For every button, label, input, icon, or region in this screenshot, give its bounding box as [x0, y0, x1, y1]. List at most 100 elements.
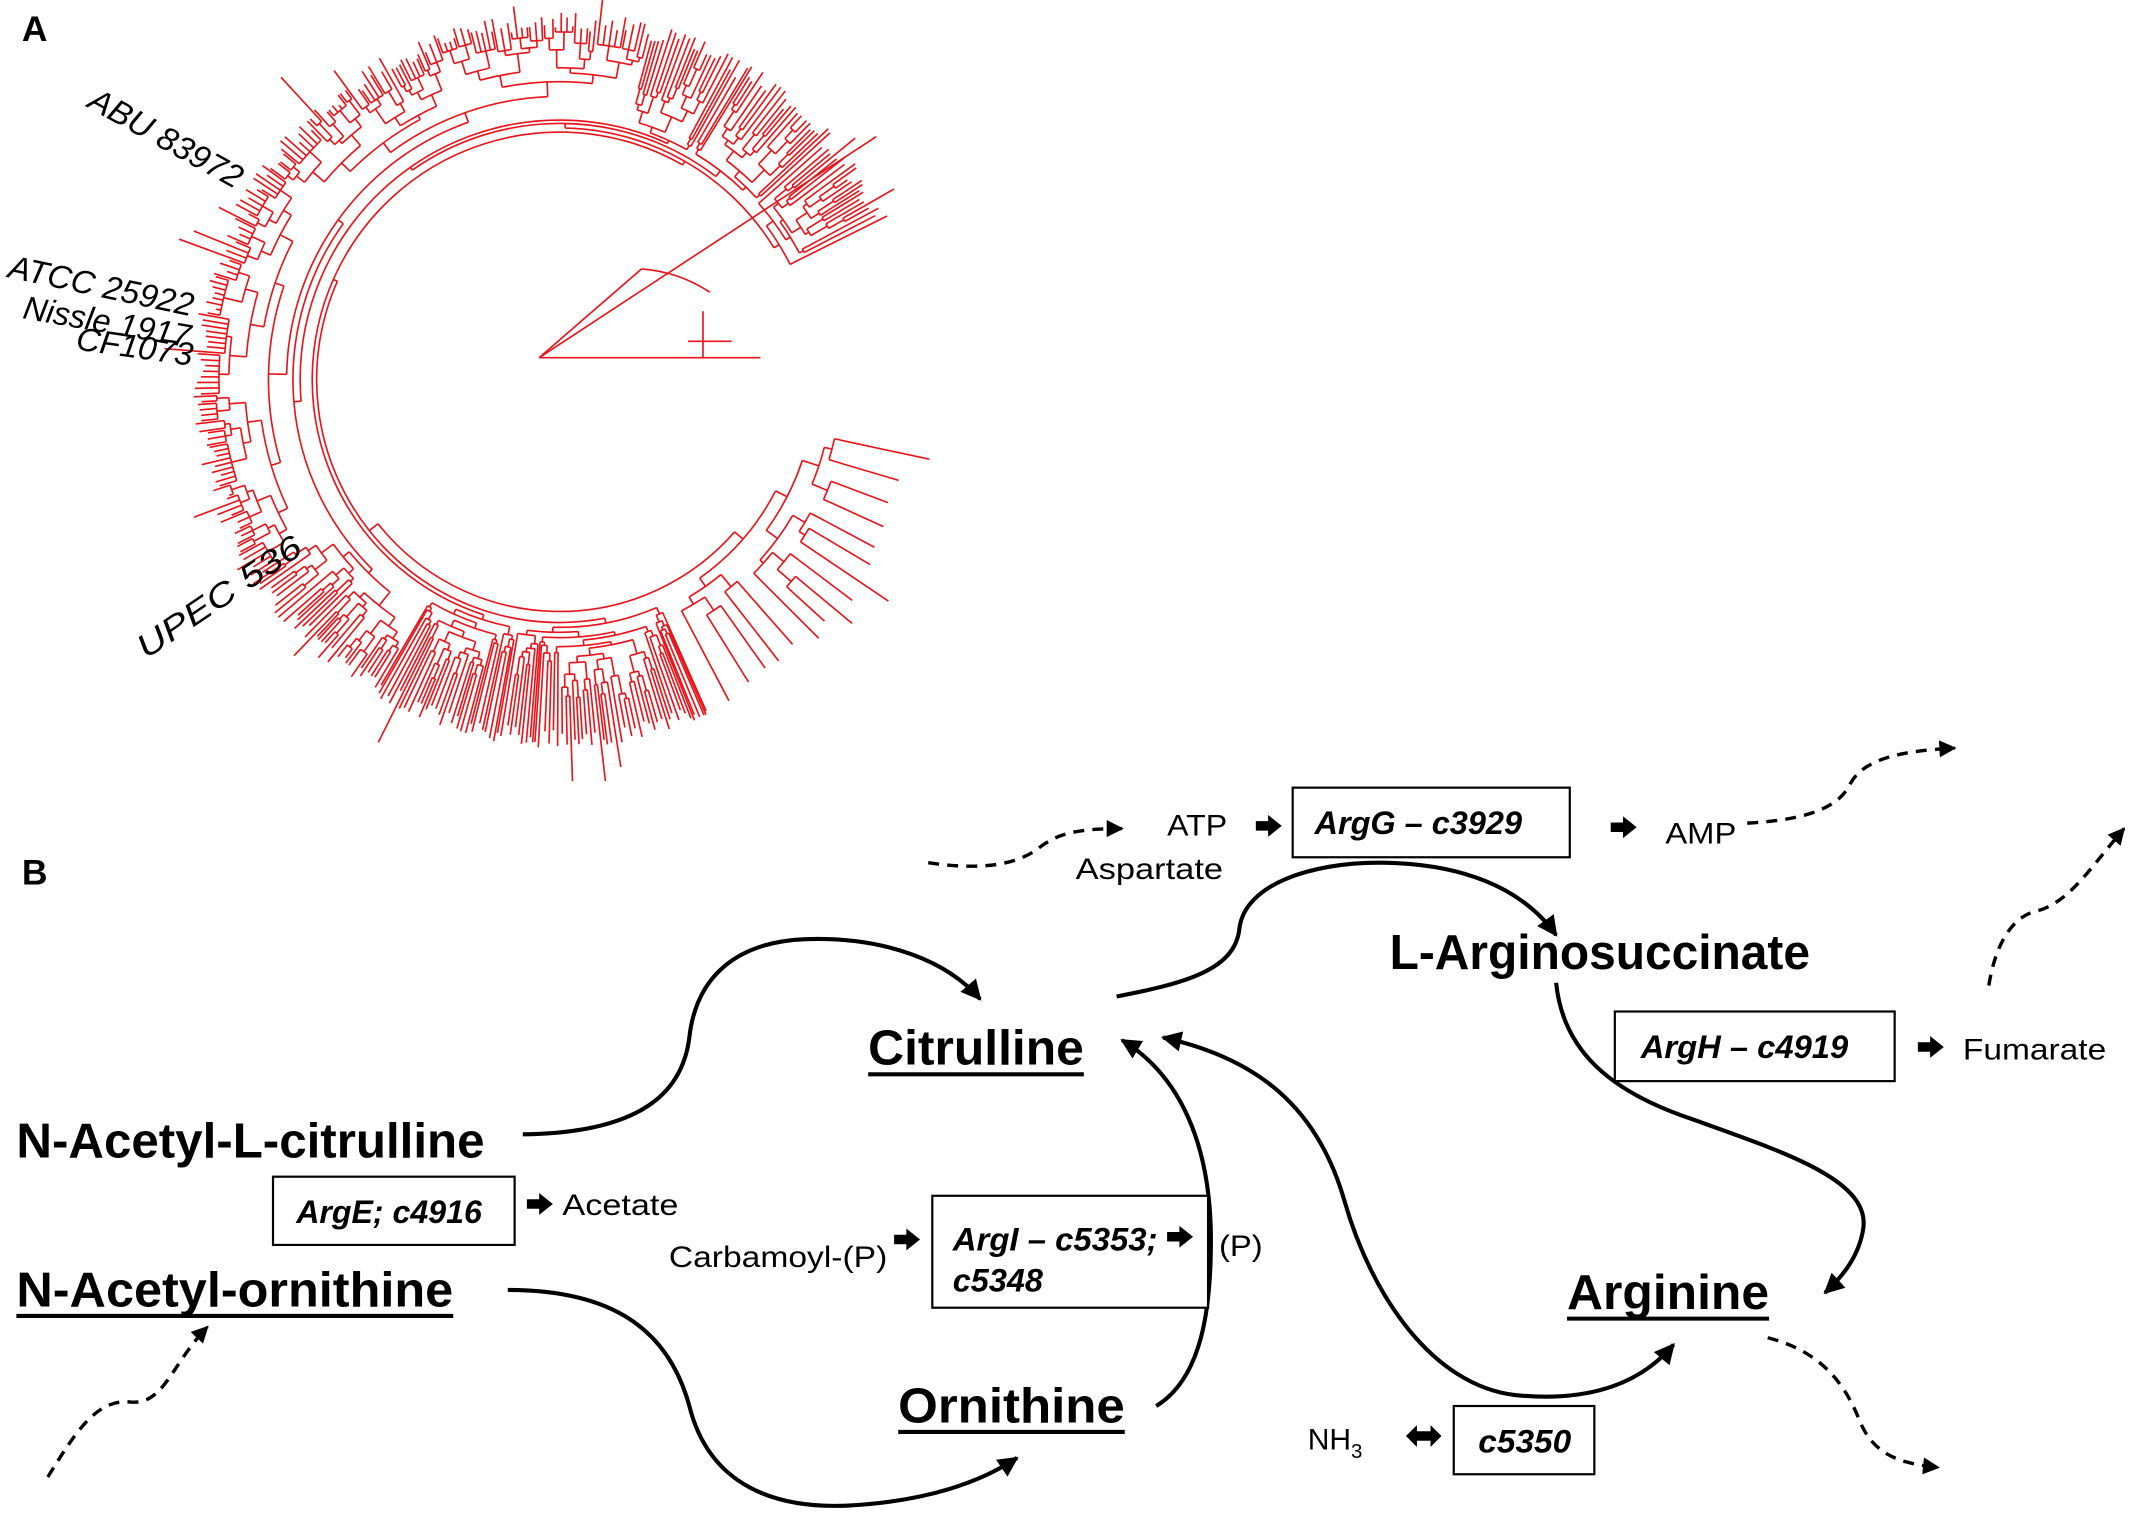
tree-branch [741, 133, 756, 157]
tree-branch [555, 49, 586, 70]
tree-leaf [459, 682, 476, 732]
tree-branch [758, 197, 791, 241]
tree-leaf [835, 191, 864, 210]
enzyme-label-argh: ArgH – c4919 [1640, 1028, 1849, 1065]
tree-leaf [380, 608, 427, 686]
tree-branch [373, 646, 384, 659]
arrow-acetylcitrulline-to-citrulline [522, 936, 982, 1137]
tree-leaf [636, 693, 645, 722]
tree-leaf [706, 57, 716, 76]
metabolite-arginine: Arginine [1567, 1266, 1769, 1320]
tree-branch [575, 696, 582, 711]
tree-leaf [683, 48, 696, 76]
tree-branch [738, 113, 750, 131]
tree-branch [295, 565, 310, 576]
tree-branch [798, 512, 827, 536]
tree-branch [441, 658, 451, 673]
strain-label-abu-83972: ABU 83972 [81, 79, 250, 195]
dashed-arrow-into-acetylornithine [46, 1325, 209, 1478]
tree-branch [705, 604, 732, 623]
enzyme-label-arge: ArgE; c4916 [295, 1193, 482, 1230]
tree-leaf [643, 33, 650, 52]
tree-leaf [619, 701, 626, 728]
tree-branch [394, 94, 438, 127]
tree-branch [636, 674, 648, 693]
tree-leaf-cluster [235, 189, 270, 217]
tree-leaf-cluster [206, 429, 228, 447]
tree-branch [368, 523, 744, 613]
tree-branch [461, 50, 491, 76]
tree-leaf [388, 630, 429, 704]
tree-leaf [370, 662, 381, 677]
tree-leaf [500, 637, 518, 737]
tree-leaf-cluster [201, 443, 238, 487]
tree-leaf [774, 105, 792, 126]
tree-leaf [360, 644, 378, 669]
cofactor-phosphate: (P) [1219, 1230, 1263, 1263]
tree-branch [342, 551, 391, 607]
tree-branch [388, 644, 400, 661]
tree-leaf [647, 39, 665, 89]
tree-branch [229, 401, 252, 445]
tree-branch [449, 44, 471, 65]
tree-branch [471, 656, 483, 666]
tree-leaf [537, 665, 544, 748]
tree-branch [628, 680, 638, 695]
tree-branch [623, 697, 631, 711]
tree-branch [294, 546, 312, 562]
tree-leaf [640, 692, 651, 724]
tree-leaf [377, 647, 427, 743]
tree-leaf [825, 520, 875, 548]
tree-leaf [794, 593, 826, 622]
tree-root-branch [641, 268, 711, 293]
tree-branch [507, 638, 515, 648]
block-arrow-to-fumarate [1917, 1036, 1944, 1058]
tree-branch [312, 134, 362, 183]
tree-leaf-cluster [270, 162, 291, 180]
tree-branch [777, 153, 790, 169]
tree-leaf-cluster [193, 394, 218, 403]
tree-leaf [302, 604, 326, 627]
dashed-arrow-from-amp [1747, 740, 1957, 825]
tree-leaf [640, 40, 653, 78]
nh3-base: NH [1308, 1424, 1351, 1457]
tree-leaf [320, 623, 339, 643]
tree-branch [688, 573, 732, 605]
tree-leaf [729, 597, 780, 662]
tree-branch [582, 688, 590, 707]
tree-branch [617, 692, 628, 702]
double-arrow-nh3 [1405, 1425, 1442, 1447]
tree-leaf [399, 627, 434, 692]
tree-branch [448, 656, 462, 674]
tree-branch [287, 166, 301, 181]
tree-leaf [745, 83, 777, 125]
tree-leaf [271, 579, 290, 594]
tree-branch [327, 611, 340, 627]
arrow-arginine-citrulline-bidirectional [1161, 1031, 1676, 1399]
tree-leaf [259, 570, 279, 585]
tree-leaf [666, 656, 692, 719]
tree-leaf [829, 201, 865, 223]
cofactor-atp: ATP [1167, 809, 1227, 842]
tree-leaf [548, 666, 553, 744]
tree-leaf [671, 38, 691, 86]
tree-leaf-cluster [178, 230, 252, 264]
tree-branch [268, 112, 470, 376]
tree-leaf [507, 679, 516, 726]
strain-label-upec-536: UPEC 536 [129, 527, 309, 665]
tree-branch [636, 46, 645, 59]
tree-leaf [794, 153, 831, 184]
tree-leaf [293, 614, 335, 657]
tree-branch [842, 211, 858, 223]
tree-leaf [331, 617, 359, 649]
tree-branch [319, 570, 340, 586]
tree-branch [468, 672, 478, 687]
tree-leaf [768, 108, 785, 128]
tree-branch [417, 622, 432, 640]
tree-branch [387, 90, 405, 107]
tree-branch [788, 188, 805, 201]
tree-leaf [638, 23, 646, 48]
tree-branch [655, 611, 666, 623]
tree-leaf [552, 667, 556, 731]
